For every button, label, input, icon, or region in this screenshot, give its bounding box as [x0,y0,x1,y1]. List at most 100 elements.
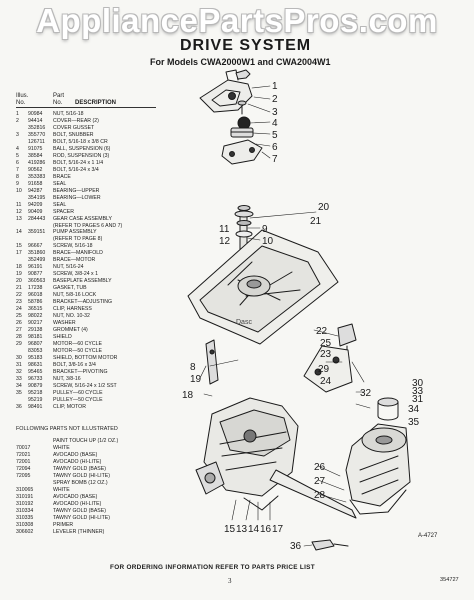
part-number: 98631 [28,361,43,368]
part-number: 355770 [28,131,46,138]
part-description: COVER GUSSET [53,124,95,131]
motor-brace-part [269,469,357,519]
illus-number: 12 [16,208,22,215]
svg-text:Dasc: Dasc [236,319,252,326]
part-description: NUT, 5/16-18 [53,111,84,117]
paint-list-row: SPRAY BOMB (12 OZ.) [16,480,176,487]
illus-number: 1 [16,111,19,117]
callout-8: 8 [190,362,196,373]
part-number: 96667 [28,243,43,250]
part-description: SEAL [53,201,67,208]
part-description: TAWNY GOLD (HI-LITE) [53,472,110,479]
callout-numbers: 1 2 3 4 5 6 7 8 9 10 11 12 13 14 15 16 1… [182,81,424,552]
callout-29: 29 [318,364,330,375]
header-description: DESCRIPTION [75,100,117,106]
callout-3: 3 [272,107,278,118]
part-description: PUMP ASSEMBLY [53,229,97,236]
part-description: BOLT, 5/16-18 x 3/8 CR [53,138,108,145]
illus-number: 31 [16,361,22,368]
callout-15: 15 [224,524,236,535]
header-part: Part [53,93,65,99]
illus-number: 15 [16,243,22,250]
illus-number: 32 [16,368,22,375]
part-description: BRACKET—ADJUSTING [53,299,113,306]
part-number: 95219 [28,396,43,403]
header-partno: No. [53,100,63,106]
part-number: 419286 [28,159,46,166]
page-subtitle: For Models CWA2000W1 and CWA2004W1 [150,57,331,67]
illus-number: 25 [16,313,22,320]
part-description: WASHER [53,320,76,327]
part-number: 38584 [28,152,43,159]
callout-10: 10 [262,236,274,247]
part-number: 360563 [28,278,46,285]
callout-24: 24 [320,376,332,387]
part-description: BALL, SUSPENSION (6) [53,145,111,152]
part-number: 90409 [28,208,43,215]
illus-number: 18 [16,264,22,271]
callout-6: 6 [272,142,278,153]
motor-part [345,423,411,515]
ordering-footer: FOR ORDERING INFORMATION REFER TO PARTS … [110,564,315,571]
part-number: 310065 [16,486,34,493]
callout-27: 27 [314,476,326,487]
callout-32: 32 [360,388,372,399]
illus-number: 14 [16,229,22,236]
suspension-ball-part [237,116,251,130]
part-description: WHITE [53,444,70,451]
part-number: 95465 [28,368,43,375]
part-number: 98491 [28,403,43,410]
part-description: NUT, 5/16-24 [53,264,84,271]
illus-number: 13 [16,215,22,222]
suspension-rod-part [230,127,254,138]
part-number: 94287 [28,187,43,194]
callout-4: 4 [272,118,278,129]
pivoting-bracket-part [303,345,353,393]
callout-12: 12 [219,236,231,247]
part-number: 72021 [16,451,31,458]
part-description: ROD, SUSPENSION (3) [53,152,110,159]
illus-number: 2 [16,117,19,124]
part-number: 310191 [16,493,34,500]
illus-number: 34 [16,382,22,389]
callout-9: 9 [262,224,268,235]
illus-number: 5 [16,152,19,159]
part-number: 36515 [28,306,43,313]
part-description: SPACER [53,208,74,215]
callout-13: 13 [236,524,248,535]
part-number: 72001 [16,458,31,465]
not-illustrated-heading: FOLLOWING PARTS NOT ILLUSTRATED [16,426,118,432]
callout-7: 7 [272,154,278,165]
part-number: 98022 [28,313,43,320]
illus-number: 21 [16,285,22,292]
illus-number: 26 [16,320,22,327]
part-number: 91658 [28,180,43,187]
part-description: BOLT, SNUBBER [53,131,94,138]
part-description: GASKET, TUB [53,285,87,292]
part-number: 94209 [28,201,43,208]
gear-case-assembly [203,397,299,511]
part-description: BOLT, 5/16-24 x 1 1/4 [53,159,104,166]
illus-number: 30 [16,354,22,361]
